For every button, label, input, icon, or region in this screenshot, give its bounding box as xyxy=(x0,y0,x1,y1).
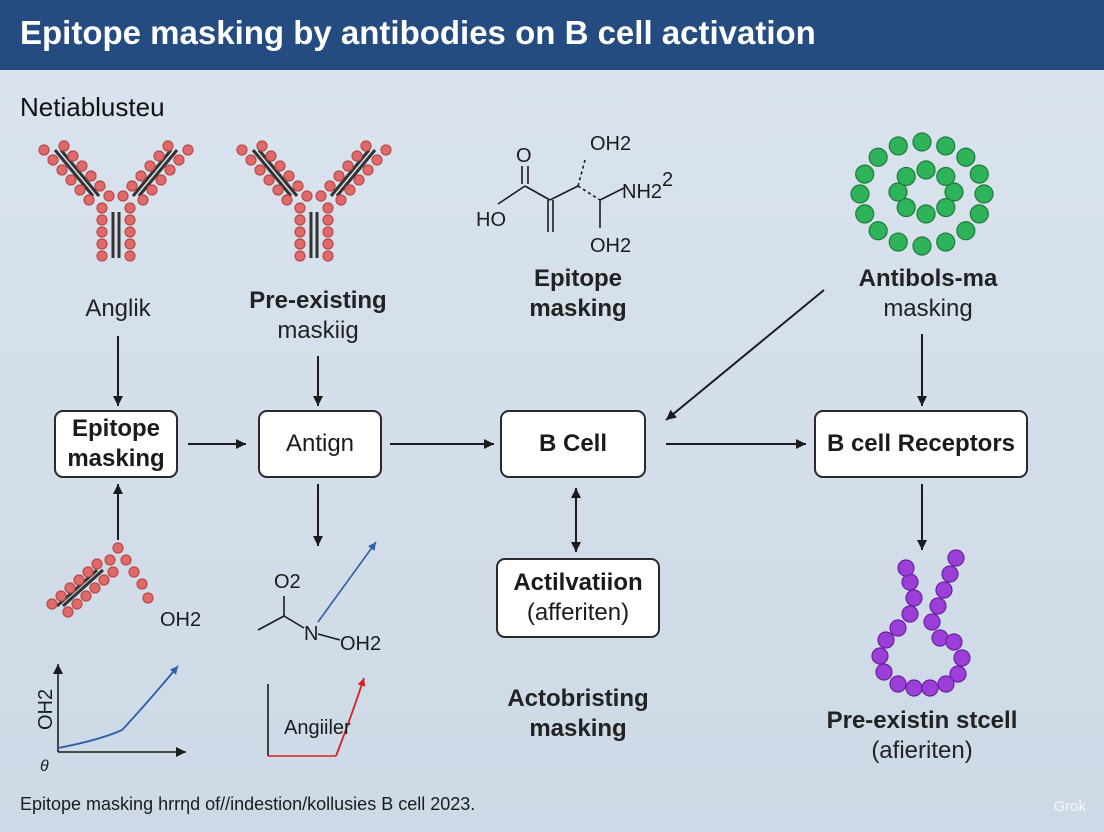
label-line: masking xyxy=(883,295,973,322)
subheading: Netiablusteu xyxy=(20,92,165,122)
graph-origin-label: θ xyxy=(40,758,49,775)
antibody-fragment-icon xyxy=(46,542,154,618)
chem-n: N xyxy=(304,623,318,645)
label-line: (afieriten) xyxy=(871,737,973,764)
label-line: Actobristing xyxy=(507,685,649,712)
chem-o: O xyxy=(516,145,532,167)
graph-y-label: OH2 xyxy=(35,689,57,730)
line-graph-icon xyxy=(53,664,186,757)
box-activation: Actilvatiion (afferiten) xyxy=(496,558,660,638)
chem-nh2: NH2 xyxy=(622,181,662,203)
label-pre-existing: Pre-existing maskiig xyxy=(226,286,410,346)
green-bead-ring-icon xyxy=(850,132,994,256)
box-line: (afferiten) xyxy=(526,599,630,626)
antibody-icon xyxy=(236,140,392,262)
purple-bead-chain-icon xyxy=(871,549,971,697)
box-line: Actilvatiion xyxy=(513,569,643,596)
antibody-icon xyxy=(38,140,194,262)
footer-caption: Epitope masking hrrηd of//indestion/koll… xyxy=(20,794,476,814)
chem-ho: HO xyxy=(476,209,506,231)
chem-oh2: OH2 xyxy=(160,609,201,631)
chem-superscript: 2 xyxy=(662,169,673,191)
watermark: Grok xyxy=(1053,798,1086,815)
line-graph-icon xyxy=(267,677,366,757)
chem-oh2: OH2 xyxy=(340,633,381,655)
label-line: Pre-existing xyxy=(249,287,387,314)
box-epitope-masking: Epitope masking xyxy=(54,410,178,478)
label-line: Antibols-ma xyxy=(858,265,998,292)
label-line: Pre-existin stcell xyxy=(826,707,1018,734)
trend-arrow xyxy=(317,541,377,623)
label-line: Epitope xyxy=(534,265,622,292)
label-line: masking xyxy=(529,715,627,742)
box-antign: Antign xyxy=(258,410,382,478)
molecule-icon xyxy=(257,596,341,641)
box-b-cell: B Cell xyxy=(500,410,646,478)
box-line: Epitope xyxy=(72,415,160,442)
box-line: B Cell xyxy=(538,430,607,457)
label-actobristing-masking: Actobristing masking xyxy=(490,684,666,744)
label-line: maskiig xyxy=(277,317,359,344)
molecule-icon xyxy=(497,159,625,232)
box-line: masking xyxy=(67,445,165,472)
graph-label: Angiiler xyxy=(284,717,351,739)
title-bar: Epitope masking by antibodies on B cell … xyxy=(0,0,1104,70)
box-line: B cell Receptors xyxy=(826,430,1016,457)
label-antibolsma-masking: Antibols-ma masking xyxy=(838,264,1018,324)
page-title: Epitope masking by antibodies on B cell … xyxy=(20,14,816,51)
chem-o2: O2 xyxy=(274,571,301,593)
chem-oh2: OH2 xyxy=(590,133,631,155)
arrow xyxy=(665,289,825,421)
label-epitope-masking: Epitope masking xyxy=(498,264,658,324)
label-pre-existin-stcell: Pre-existin stcell (afieriten) xyxy=(810,706,1034,766)
box-line: Antign xyxy=(285,430,355,457)
box-b-cell-receptors: B cell Receptors xyxy=(814,410,1028,478)
chem-oh2: OH2 xyxy=(590,235,631,257)
label-antibody-left: Anglik xyxy=(85,295,151,322)
label-line: masking xyxy=(529,295,627,322)
